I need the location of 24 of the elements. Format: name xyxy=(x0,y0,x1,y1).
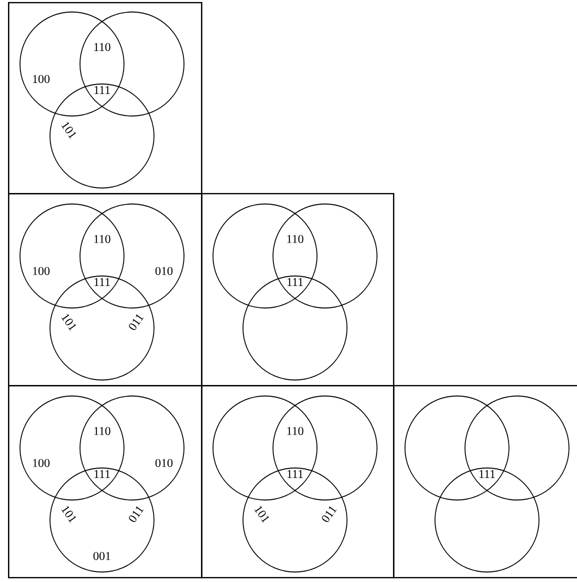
region-label: 010 xyxy=(155,458,173,468)
region-label: 100 xyxy=(33,74,50,84)
region-label: 111 xyxy=(94,86,110,94)
region-label: 110 xyxy=(287,426,304,436)
region-label: 101 xyxy=(61,314,76,332)
region-label: 001 xyxy=(93,552,110,560)
region-label: 111 xyxy=(94,470,110,478)
region-label: 100 xyxy=(33,266,50,276)
region-label: 110 xyxy=(94,234,110,244)
region-label: 110 xyxy=(287,234,304,244)
region-label: 011 xyxy=(322,506,337,522)
region-label: 110 xyxy=(94,426,110,436)
region-label: 011 xyxy=(128,506,144,522)
region-label: 101 xyxy=(61,122,76,140)
region-label: 111 xyxy=(288,278,303,286)
region-label: 101 xyxy=(254,506,270,524)
region-label: 111 xyxy=(288,470,303,478)
region-label: 011 xyxy=(128,314,144,330)
region-label: 100 xyxy=(33,458,50,468)
region-label: 101 xyxy=(61,506,76,524)
region-label: 010 xyxy=(155,266,173,276)
region-label: 111 xyxy=(480,470,495,478)
region-label: 110 xyxy=(94,42,110,52)
region-label: 111 xyxy=(94,278,110,286)
